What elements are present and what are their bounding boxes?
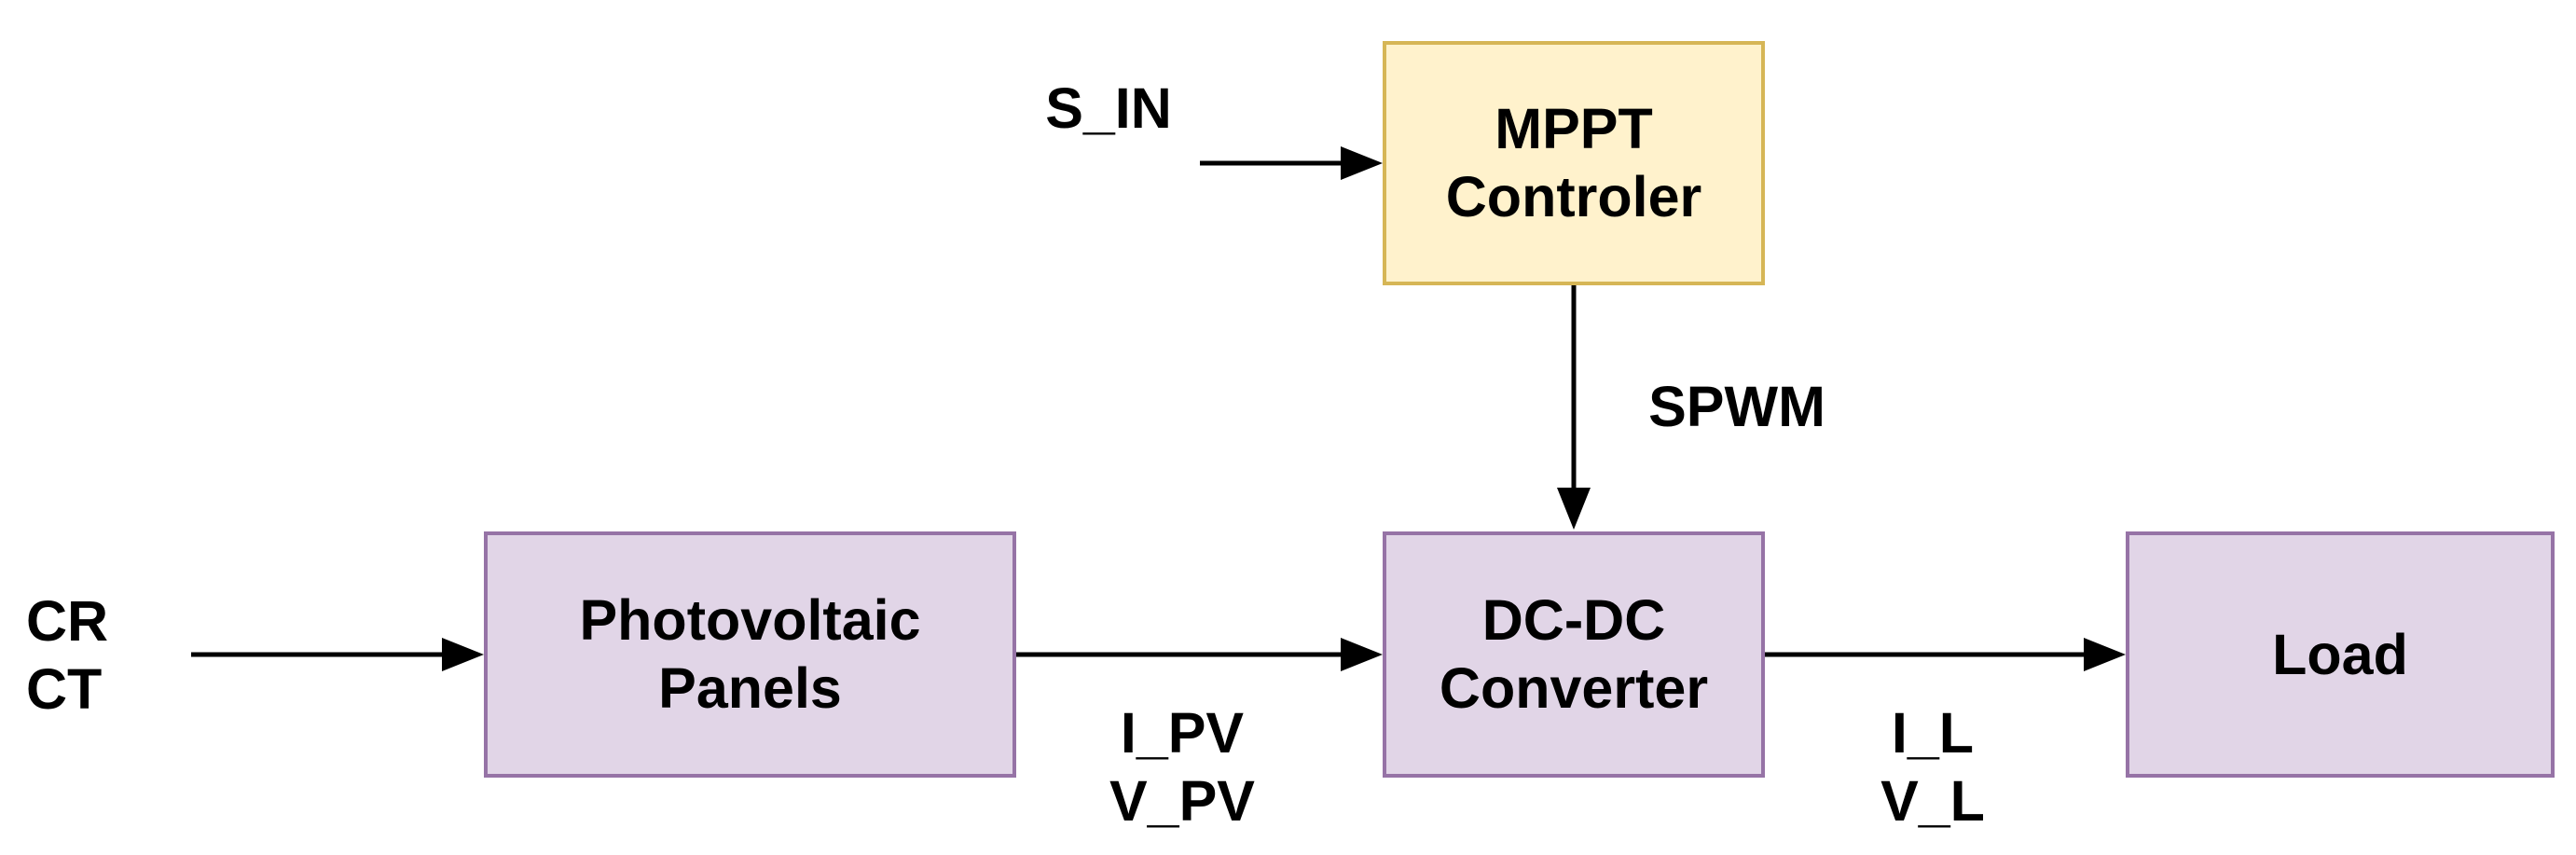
node-label-line: DC-DC: [1481, 588, 1666, 652]
node-label-line: Panels: [658, 656, 842, 720]
label-i-pv: I_PV: [1120, 701, 1245, 765]
label-v-l: V_L: [1880, 769, 1985, 833]
node-dc-dc-converter: DC-DC Converter: [1383, 531, 1765, 778]
label-s-in: S_IN: [1045, 76, 1172, 140]
arrow-mppt-to-dcdc: [1557, 285, 1591, 530]
label-ct: CT: [26, 657, 103, 721]
arrowhead-right-icon: [2084, 638, 2126, 671]
arrow-pv-to-dcdc: [1016, 638, 1383, 671]
arrow-cr-ct-to-pv: [191, 638, 484, 671]
node-photovoltaic-panels: Photovoltaic Panels: [484, 531, 1016, 778]
label-i-l: I_L: [1891, 701, 1975, 765]
arrowhead-right-icon: [1341, 146, 1383, 180]
node-label-line: MPPT: [1495, 97, 1653, 160]
arrowhead-right-icon: [442, 638, 484, 671]
arrowhead-down-icon: [1557, 488, 1591, 530]
label-v-pv: V_PV: [1109, 769, 1255, 833]
node-load: Load: [2126, 531, 2555, 778]
node-label-line: Controler: [1445, 165, 1702, 228]
label-cr: CR: [26, 589, 109, 653]
node-label-line: Converter: [1439, 656, 1709, 720]
label-cr-ct: CR CT: [26, 587, 108, 724]
arrow-dcdc-to-load: [1765, 638, 2126, 671]
node-label-line: Load: [2272, 622, 2408, 686]
label-spwm: SPWM: [1648, 375, 1825, 438]
node-mppt-controller: MPPT Controler: [1383, 41, 1765, 285]
node-label-line: Photovoltaic: [579, 588, 921, 652]
arrow-s-in-to-mppt: [1200, 146, 1383, 180]
arrowhead-right-icon: [1341, 638, 1383, 671]
